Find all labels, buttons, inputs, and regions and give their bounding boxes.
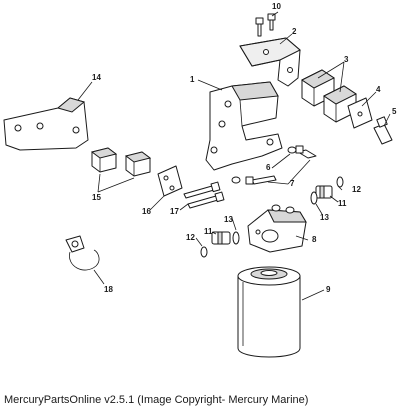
callout-5: 5 (392, 107, 397, 116)
callout-3: 3 (344, 55, 349, 64)
callout-9: 9 (326, 285, 331, 294)
callout-13-right: 13 (320, 213, 329, 222)
copyright-caption: MercuryPartsOnline v2.5.1 (Image Copyrig… (4, 394, 309, 406)
part-6-washer[interactable] (231, 146, 297, 184)
callout-18: 18 (104, 285, 113, 294)
callout-10: 10 (272, 2, 281, 11)
parts-diagram: 1 2 3 4 5 6 7 8 9 10 11 11 12 12 13 13 1… (3, 2, 397, 358)
part-15-block-b[interactable] (124, 151, 152, 177)
part-12-oring-right[interactable] (336, 176, 344, 188)
callout-11-right: 11 (338, 199, 347, 208)
callout-4: 4 (376, 85, 381, 94)
part-13-oring-left[interactable] (232, 231, 240, 245)
callout-2: 2 (292, 27, 297, 36)
callout-12-right: 12 (352, 185, 361, 194)
part-7-bolt[interactable] (245, 145, 317, 185)
callout-15: 15 (92, 193, 101, 202)
part-13-oring-right[interactable] (310, 191, 318, 205)
leader-lines (77, 11, 391, 301)
part-11-fitting-right[interactable] (315, 185, 333, 199)
part-5-bolt[interactable] (373, 116, 393, 145)
part-10-screw[interactable] (255, 13, 276, 37)
callout-13-left: 13 (224, 215, 233, 224)
callout-6: 6 (266, 163, 271, 172)
part-14-bracket[interactable] (3, 97, 89, 151)
callout-7: 7 (290, 179, 295, 188)
part-12-oring-left[interactable] (200, 246, 208, 258)
part-11-fitting-left[interactable] (211, 231, 231, 245)
part-9-filter[interactable] (237, 266, 301, 358)
callout-12-left: 12 (186, 233, 195, 242)
part-4-plate[interactable] (347, 97, 373, 129)
callout-8: 8 (312, 235, 317, 244)
callout-14: 14 (92, 73, 101, 82)
callout-1: 1 (190, 75, 195, 84)
callout-17: 17 (170, 207, 179, 216)
part-8-filter-head[interactable] (247, 204, 307, 253)
callout-numbers: 1 2 3 4 5 6 7 8 9 10 11 11 12 12 13 13 1… (92, 2, 397, 294)
part-17-bolts[interactable] (183, 181, 225, 209)
callout-11-left: 11 (204, 227, 213, 236)
part-15-block-a[interactable] (90, 147, 118, 173)
part-16-plate[interactable] (157, 165, 183, 197)
part-18-clamp[interactable] (65, 235, 100, 271)
part-3-block-b[interactable] (323, 85, 357, 123)
part-2-bracket[interactable] (239, 37, 301, 87)
callout-16: 16 (142, 207, 151, 216)
part-1-bracket[interactable] (205, 81, 283, 171)
